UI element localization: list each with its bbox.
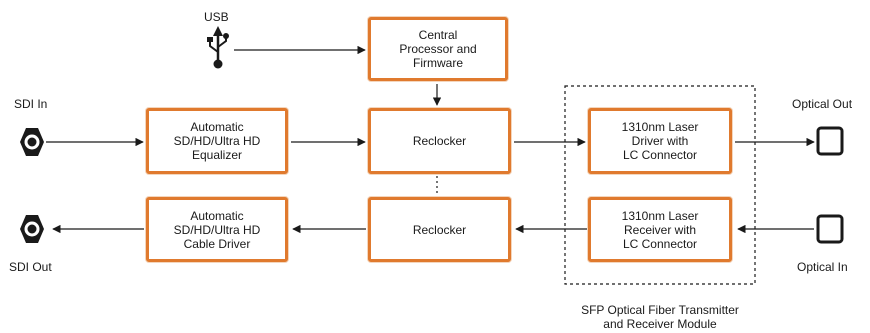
optical-port-icon: [816, 126, 844, 156]
laser-driver-label: 1310nm Laser Driver with LC Connector: [621, 120, 699, 162]
bnc-connector-icon: [20, 215, 44, 243]
sdi-out-label: SDI Out: [9, 260, 52, 274]
optical-in-label: Optical In: [797, 260, 848, 274]
cpu-box: Central Processor and Firmware: [368, 17, 508, 81]
laser-driver-box: 1310nm Laser Driver with LC Connector: [588, 108, 732, 174]
usb-icon: [207, 26, 229, 69]
reclocker-bottom-label: Reclocker: [412, 222, 467, 237]
laser-receiver-label: 1310nm Laser Receiver with LC Connector: [621, 208, 699, 251]
cable-driver-label: Automatic SD/HD/Ultra HD Cable Driver: [173, 208, 261, 251]
equalizer-box-label: Automatic SD/HD/Ultra HD Equalizer: [173, 120, 261, 162]
reclocker-top-label: Reclocker: [412, 134, 467, 148]
cpu-box-label: Central Processor and Firmware: [399, 28, 477, 70]
equalizer-box: Automatic SD/HD/Ultra HD Equalizer: [146, 108, 288, 174]
bnc-connector-icon: [20, 128, 44, 156]
laser-receiver-box: 1310nm Laser Receiver with LC Connector: [588, 197, 732, 262]
sfp-module-outline: [564, 85, 756, 285]
optical-out-label: Optical Out: [792, 97, 853, 111]
sfp-module-label: SFP Optical Fiber Transmitter and Receiv…: [581, 303, 739, 331]
sdi-in-label: SDI In: [14, 97, 48, 111]
optical-port-icon: [816, 214, 844, 244]
reclocker-bottom-box: Reclocker: [368, 197, 511, 262]
usb-label: USB: [204, 10, 229, 24]
reclocker-top-box: Reclocker: [368, 108, 511, 174]
cable-driver-box: Automatic SD/HD/Ultra HD Cable Driver: [146, 197, 288, 262]
